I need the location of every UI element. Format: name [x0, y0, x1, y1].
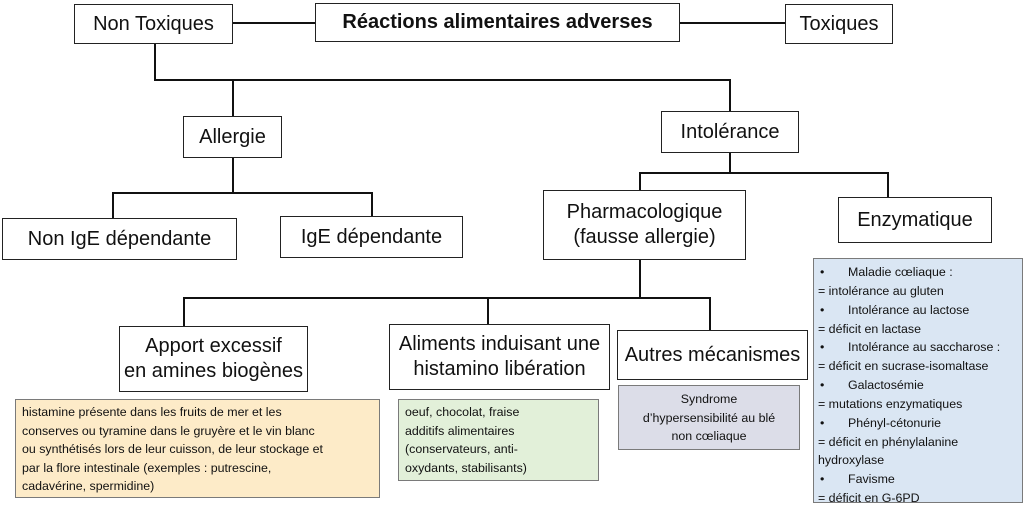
other-mechanisms-note: Syndrome d’hypersensibilité au blé non c… — [618, 385, 800, 450]
biogenic-amines-node: Apport excessif en amines biogènes — [119, 326, 308, 392]
enzymatic-node: Enzymatique — [838, 197, 992, 243]
enzymatic-item-detail: = mutations enzymatiques — [818, 396, 963, 411]
other-note-line: Syndrome — [680, 392, 738, 406]
pharmacological-node: Pharmacologique (fausse allergie) — [543, 190, 746, 260]
allergy-node: Allergie — [183, 116, 282, 158]
biogenic-note-line: conserves ou tyramine dans le gruyère et… — [22, 423, 315, 438]
bullet-icon: • — [820, 472, 825, 487]
bullet-icon: • — [820, 340, 825, 355]
allergy-label: Allergie — [199, 125, 266, 148]
bullet-icon: • — [820, 378, 825, 393]
enzymatic-item-detail: hydroxylase — [818, 453, 885, 468]
enzymatic-item-name: Galactosémie — [848, 378, 924, 393]
non-toxic-node: Non Toxiques — [74, 4, 233, 44]
title-node: Réactions alimentaires adverses — [315, 3, 680, 42]
non-toxic-label: Non Toxiques — [93, 12, 214, 35]
enzymatic-item-name: Intolérance au saccharose : — [848, 340, 1001, 355]
non-ige-node: Non IgE dépendante — [2, 218, 237, 260]
biogenic-note-line: histamine présente dans les fruits de me… — [22, 405, 282, 419]
biogenic-amines-line-1: Apport excessif — [145, 335, 282, 357]
enzymatic-item: • Favisme — [818, 470, 1018, 489]
histamine-release-line-2: histamino libération — [413, 358, 586, 380]
enzymatic-item-detail: = déficit en sucrase-isomaltase — [818, 359, 989, 374]
enzymatic-item: • Intolérance au saccharose : — [818, 338, 1018, 357]
histamine-release-note: oeuf, chocolat, fraise additifs alimenta… — [398, 399, 599, 481]
other-mechanisms-label: Autres mécanismes — [624, 343, 801, 366]
biogenic-amines-note: histamine présente dans les fruits de me… — [15, 399, 380, 498]
toxic-label: Toxiques — [799, 12, 879, 35]
histamine-note-line: (conservateurs, anti- — [405, 442, 518, 457]
enzymatic-item: • Phényl-cétonurie — [818, 414, 1018, 433]
enzymatic-item-name: Intolérance au lactose — [848, 302, 970, 317]
non-ige-label: Non IgE dépendante — [27, 227, 212, 250]
enzymatic-item-name: Phényl-cétonurie — [848, 415, 941, 430]
enzymatic-note: • Maladie cœliaque : = intolérance au glu… — [813, 258, 1023, 505]
enzymatic-label: Enzymatique — [857, 208, 973, 231]
enzymatic-item: • Galactosémie — [818, 376, 1018, 395]
bullet-icon: • — [820, 265, 825, 279]
other-mechanisms-node: Autres mécanismes — [617, 330, 808, 380]
pharmacological-line-1: Pharmacologique — [566, 201, 723, 223]
bullet-icon: • — [820, 415, 825, 430]
other-note-line: d’hypersensibilité au blé — [642, 410, 776, 425]
ige-node: IgE dépendante — [280, 216, 463, 258]
bullet-icon: • — [820, 302, 825, 317]
enzymatic-item: • Intolérance au lactose — [818, 301, 1018, 320]
title-text: Réactions alimentaires adverses — [342, 11, 653, 33]
pharmacological-line-2: (fausse allergie) — [573, 226, 716, 248]
other-note-line: non cœliaque — [671, 429, 747, 444]
histamine-note-line: oxydants, stabilisants) — [405, 460, 527, 475]
ige-label: IgE dépendante — [300, 225, 443, 248]
toxic-node: Toxiques — [785, 4, 893, 44]
enzymatic-item-detail: = déficit en lactase — [818, 321, 921, 336]
enzymatic-item-detail: = déficit en phénylalanine — [818, 434, 959, 449]
enzymatic-item-name: Favisme — [848, 472, 895, 487]
histamine-note-line: oeuf, chocolat, fraise — [405, 405, 520, 419]
intolerance-node: Intolérance — [661, 111, 799, 153]
biogenic-note-line: par la flore intestinale (exemples : put… — [22, 460, 272, 475]
enzymatic-item-detail: = déficit en G-6PD — [818, 491, 920, 506]
histamine-note-line: additifs alimentaires — [405, 423, 515, 438]
enzymatic-item: • Maladie cœliaque : — [818, 263, 1018, 282]
histamine-release-line-1: Aliments induisant une — [398, 333, 601, 355]
intolerance-label: Intolérance — [680, 120, 780, 143]
enzymatic-item-name: Maladie cœliaque : — [848, 265, 953, 279]
biogenic-amines-line-2: en amines biogènes — [123, 360, 303, 382]
biogenic-note-line: cadavérine, spermidine) — [22, 479, 155, 494]
biogenic-note-line: ou synthétisés lors de leur cuisson, de … — [22, 442, 323, 457]
histamine-release-node: Aliments induisant une histamino libérat… — [389, 324, 610, 390]
enzymatic-item-detail: = intolérance au gluten — [818, 283, 944, 298]
